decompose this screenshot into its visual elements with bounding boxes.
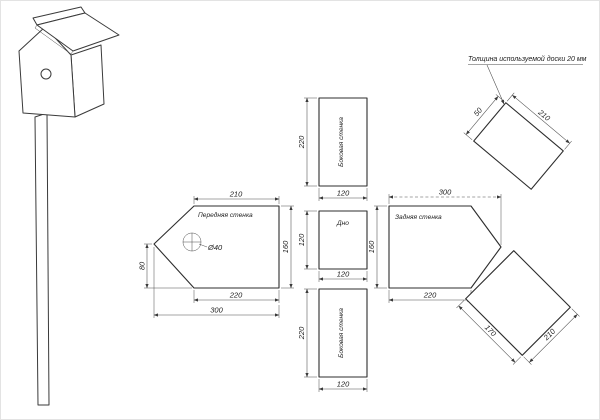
roof-small-dim-width: 50 xyxy=(472,105,485,118)
bottom-panel-label: Дно xyxy=(336,220,349,227)
back-dim-bottom: 220 xyxy=(423,291,437,300)
dimension-line xyxy=(458,305,516,363)
extension-line xyxy=(506,92,515,102)
side-wall-top-outline xyxy=(318,97,368,187)
front-dim-slope: 80 xyxy=(138,261,147,270)
bottom-dim-side: 120 xyxy=(297,233,306,246)
front-wall-label: Передняя стенка xyxy=(198,211,253,219)
front-dim-total: 300 xyxy=(210,306,223,315)
hole-leader xyxy=(198,243,208,248)
back-dim-height: 160 xyxy=(367,240,376,253)
back-wall-label: Задняя стенка xyxy=(395,213,442,221)
bottom-dim-width: 120 xyxy=(337,270,350,279)
extension-line xyxy=(571,308,580,317)
bottom-panel-part: Дно 120 120 xyxy=(297,210,368,282)
side-wall-top-part: Боковая стенка 220 120 xyxy=(297,97,368,201)
front-wall-outline xyxy=(153,205,280,289)
pole xyxy=(34,112,50,406)
side-wall-bottom-part: Боковая стенка 220 120 xyxy=(297,288,368,392)
hole-diameter-label: Ø40 xyxy=(207,243,223,252)
front-dim-top: 210 xyxy=(229,190,243,199)
birdhouse-3d-view xyxy=(18,6,120,406)
dimension-line xyxy=(512,94,570,144)
dimension-line xyxy=(465,96,499,135)
extension-line xyxy=(456,299,465,309)
roof-panel-small-part: 50 210 xyxy=(463,92,572,190)
front-dim-height: 160 xyxy=(281,240,290,253)
roof-right-slope xyxy=(36,12,120,52)
roof-small-dim-length: 210 xyxy=(536,107,553,123)
front-dim-bottom: 220 xyxy=(229,291,243,300)
thickness-note: Толщина используемой доски 20 мм xyxy=(468,55,587,105)
thickness-note-text: Толщина используемой доски 20 мм xyxy=(468,55,587,63)
side-top-dim-width: 120 xyxy=(337,189,350,198)
entrance-hole xyxy=(40,68,52,80)
extension-line xyxy=(463,132,473,140)
back-dim-total: 300 xyxy=(439,188,452,197)
side-wall-top-label: Боковая стенка xyxy=(338,117,345,167)
side-wall-bottom-outline xyxy=(318,288,368,378)
roof-thickness-edge xyxy=(34,24,74,55)
front-wall-part: Передняя стенка Ø40 210 80 220 300 160 xyxy=(138,190,294,318)
extension-line xyxy=(564,140,572,150)
extension-line xyxy=(512,356,522,365)
dimension-line xyxy=(529,314,578,363)
side-wall-bottom-label: Боковая стенка xyxy=(338,308,345,358)
house-side-wall xyxy=(70,44,105,118)
side-bottom-dim-length: 220 xyxy=(297,326,306,340)
bottom-panel-outline xyxy=(318,210,368,270)
side-top-dim-length: 220 xyxy=(297,135,306,149)
side-bottom-dim-width: 120 xyxy=(337,380,350,389)
back-wall-outline xyxy=(388,205,502,289)
note-leader-line xyxy=(486,64,505,105)
extension-line xyxy=(523,356,532,365)
back-wall-part: Задняя стенка 300 160 220 xyxy=(367,188,502,303)
